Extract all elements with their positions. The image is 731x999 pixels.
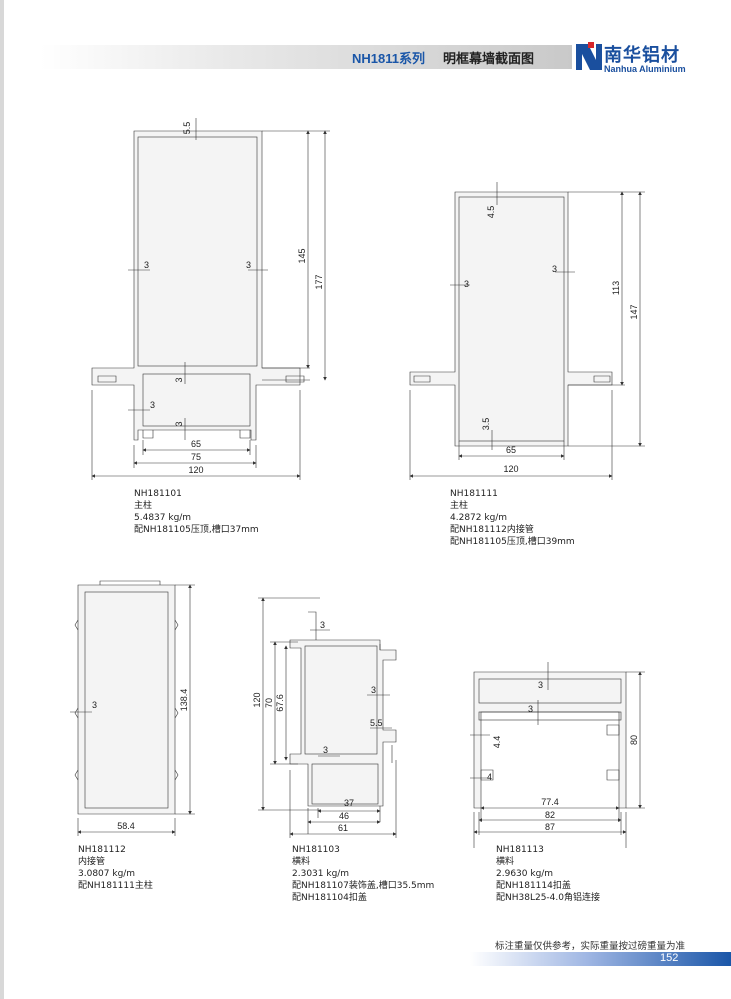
profile-note: 配NH181114扣盖 (496, 881, 571, 891)
dim-label: 177 (314, 274, 324, 289)
profile-note: 配NH181111主柱 (78, 881, 153, 891)
dim-label: 3 (174, 377, 184, 382)
dim-label: 120 (252, 692, 262, 707)
dim-label: 3 (150, 400, 155, 410)
dim-label: 4.5 (486, 206, 496, 219)
dim-label: 138.4 (179, 689, 189, 712)
dim-label: 3 (371, 685, 376, 695)
profile-weight: 5.4837 kg/m (134, 513, 192, 523)
profile-nh181112-drawing (70, 580, 195, 836)
profile-note: 配NH38L25-4.0角铝连接 (496, 893, 600, 903)
page-number: 152 (660, 952, 679, 964)
dim-label: 3 (174, 421, 184, 426)
dim-label: 3 (320, 620, 325, 630)
logo-en-name: Nanhua Aluminium (604, 64, 686, 74)
dim-label: 65 (191, 439, 201, 449)
dim-label: 3 (92, 700, 97, 710)
profile-type: 主柱 (450, 501, 469, 511)
series-title: NH1811系列 (352, 51, 425, 66)
dim-label: 46 (339, 811, 349, 821)
dim-label: 58.4 (117, 821, 135, 831)
profile-code: NH181103 (292, 845, 340, 855)
dim-label: 3 (323, 745, 328, 755)
dim-label: 3 (528, 704, 533, 714)
profile-nh181113-drawing (470, 662, 645, 848)
dim-label: 3 (144, 260, 149, 270)
dim-label: 75 (191, 452, 201, 462)
dim-label: 3 (538, 680, 543, 690)
profile-code: NH181112 (78, 845, 126, 855)
profile-nh181111-drawing (409, 182, 645, 480)
caption-nh181111: NH181111 主柱 4.2872 kg/m 配NH181112内接管 配NH… (450, 488, 575, 548)
dim-label: 37 (344, 798, 354, 808)
profile-note: 配NH181107装饰盖,槽口35.5mm (292, 881, 435, 891)
dim-label: 4.4 (492, 736, 502, 749)
profile-note: 配NH181104扣盖 (292, 893, 367, 903)
dim-label: 147 (629, 304, 639, 319)
dim-label: 113 (611, 281, 621, 295)
profile-type: 横料 (496, 857, 515, 867)
profile-type: 主柱 (134, 501, 153, 511)
dim-label: 70 (264, 698, 274, 708)
dim-label: 3 (246, 260, 251, 270)
dim-label: 65 (506, 445, 516, 455)
dim-label: 80 (629, 735, 639, 745)
profile-weight: 3.0807 kg/m (78, 869, 136, 879)
profile-type: 内接管 (78, 857, 106, 867)
profile-type: 横料 (292, 857, 311, 867)
header-band (40, 45, 572, 69)
profile-code: NH181101 (134, 489, 182, 499)
dim-label: 5.5 (182, 122, 192, 135)
dim-label: 120 (188, 465, 203, 475)
dim-label: 82 (545, 810, 555, 820)
dim-label: 3 (552, 264, 557, 274)
dim-label: 145 (297, 248, 307, 263)
profile-note: 配NH181105压顶,槽口37mm (134, 525, 259, 535)
caption-nh181101: NH181101 主柱 5.4837 kg/m 配NH181105压顶,槽口37… (134, 488, 259, 536)
profile-nh181103-drawing (258, 597, 397, 838)
dim-label: 87 (545, 822, 555, 832)
weight-disclaimer: 标注重量仅供参考，实际重量按过磅重量为准 (494, 941, 685, 952)
binding-spine (0, 0, 4, 999)
dim-label: 5.5 (370, 718, 383, 728)
profile-nh181101-drawing (91, 118, 330, 480)
dim-label: 120 (503, 464, 518, 474)
section-title: 明框幕墙截面图 (443, 52, 535, 67)
profile-note: 配NH181105压顶,槽口39mm (450, 537, 575, 547)
page-number-band (470, 952, 731, 966)
dim-label: 3 (464, 279, 469, 289)
caption-nh181103: NH181103 横料 2.3031 kg/m 配NH181107装饰盖,槽口3… (292, 844, 434, 904)
dim-label: 77.4 (541, 797, 559, 807)
dim-label: 61 (338, 823, 348, 833)
profile-code: NH181111 (450, 489, 498, 499)
dim-label: 67.6 (275, 694, 285, 712)
dim-label: 4 (487, 772, 492, 782)
profile-weight: 2.3031 kg/m (292, 869, 350, 879)
logo-cn-name: 南华铝材 (604, 45, 680, 66)
profile-code: NH181113 (496, 845, 544, 855)
profile-weight: 2.9630 kg/m (496, 869, 554, 879)
caption-nh181112: NH181112 内接管 3.0807 kg/m 配NH181111主柱 (78, 844, 153, 892)
nanhua-logo-icon (576, 42, 602, 70)
profile-weight: 4.2872 kg/m (450, 513, 508, 523)
caption-nh181113: NH181113 横料 2.9630 kg/m 配NH181114扣盖 配NH3… (496, 844, 600, 904)
profile-note: 配NH181112内接管 (450, 525, 534, 535)
dim-label: 3.5 (481, 418, 491, 431)
